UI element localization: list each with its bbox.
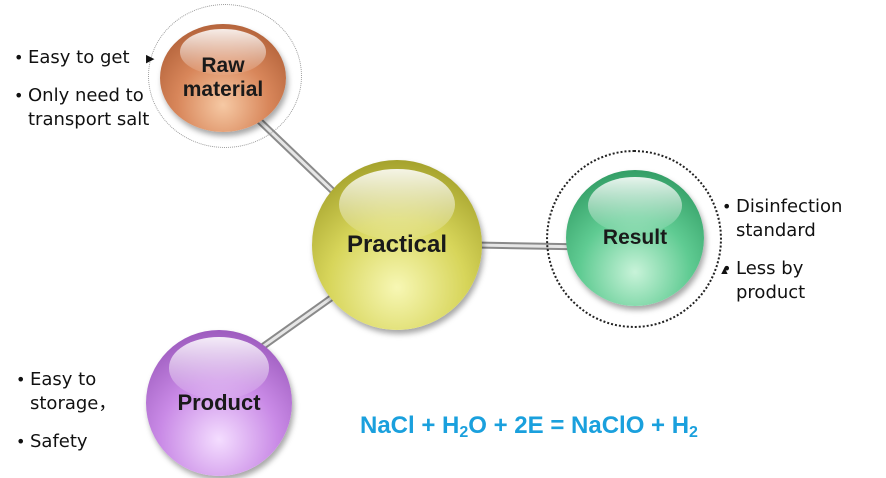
note-text: Disinfection [736,196,843,217]
list-item: Easy to storage， [16,368,116,416]
raw-material-label-line1: Raw [201,54,245,78]
list-item: Less by product [722,257,842,305]
equation-part: NaCl + H [360,412,460,439]
raw-material-ring [148,4,302,148]
arrowhead-icon: ▶ [146,53,155,65]
note-text: Safety [30,431,88,452]
note-text: standard [736,220,816,241]
note-text: Less by [736,258,804,279]
result-ring [546,150,722,328]
practical-node: Practical [312,160,482,330]
note-text: Easy to get [28,47,130,68]
chemical-equation: NaCl + H2O + 2E = NaClO + H2 [360,412,698,442]
raw-material-node: Raw material [160,24,286,132]
list-item: Easy to get [14,46,149,70]
equation-subscript: 2 [459,424,469,441]
result-node: Result [566,170,704,306]
product-node: Product [146,330,292,476]
raw-material-label-line2: material [182,78,264,101]
raw-material-notes: Easy to get Only need to transport salt [14,46,149,146]
result-notes: Disinfection standard Less by product [722,195,842,319]
equation-part: O + 2E = NaClO + H [468,412,690,439]
note-text: product [736,282,806,303]
list-item: Disinfection standard [722,195,842,243]
note-text: transport salt [28,109,150,130]
note-text: Only need to [28,85,144,106]
product-notes: Easy to storage， Safety [16,368,116,468]
note-text: Easy to [30,369,97,390]
list-item: Safety [16,430,116,454]
note-text: storage， [30,393,117,414]
list-item: Only need to transport salt [14,84,149,132]
practical-label: Practical [346,230,448,258]
result-label: Result [602,226,668,250]
raw-material-label: Raw material [183,54,264,101]
product-label: Product [177,389,261,415]
equation-subscript: 2 [689,424,698,441]
